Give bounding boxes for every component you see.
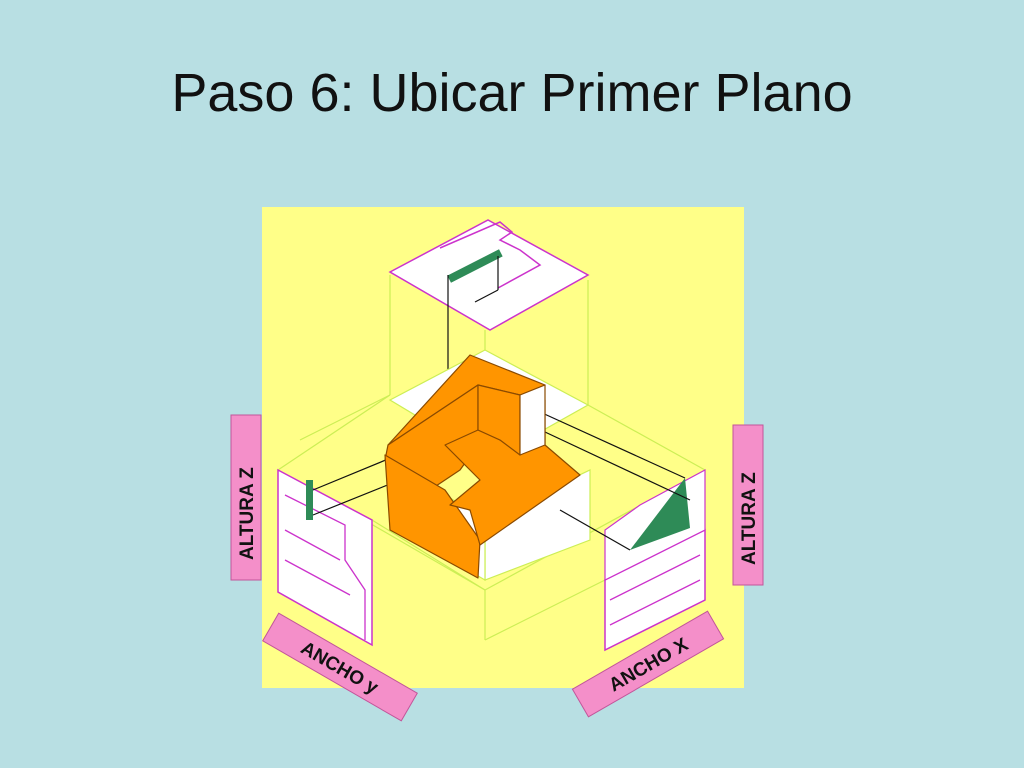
label-altura-right-box: ALTURA Z: [732, 424, 764, 586]
right-view-projection: [630, 478, 690, 550]
label-altura-right: ALTURA Z: [739, 472, 760, 565]
label-altura-left: ALTURA Z: [237, 467, 258, 560]
label-altura-left-box: ALTURA Z: [230, 414, 262, 581]
left-view-projection: [306, 480, 313, 520]
orange-solid: [384, 354, 581, 579]
slide-title: Paso 6: Ubicar Primer Plano: [171, 63, 853, 123]
top-view-projection: [447, 249, 503, 283]
right-side-view: [539, 411, 706, 652]
left-side-view: [277, 449, 411, 647]
